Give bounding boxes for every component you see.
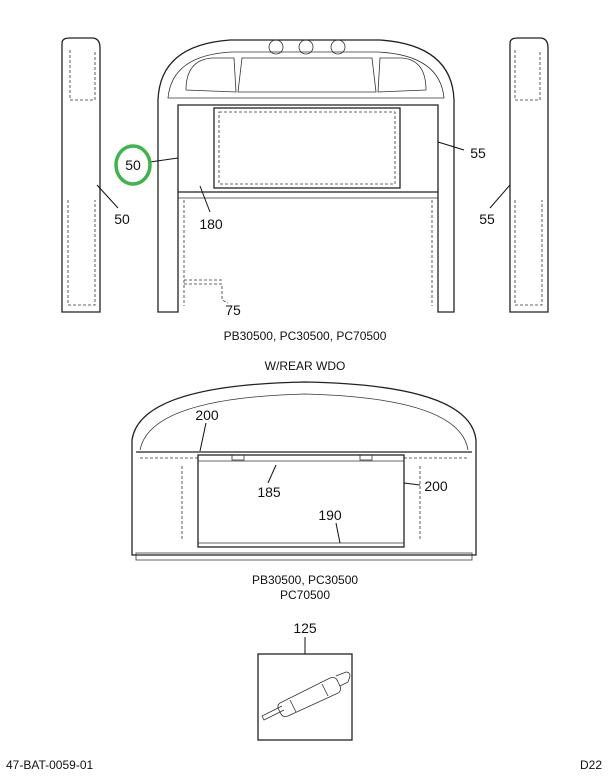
doc-id: 47-BAT-0059-01 <box>6 758 93 772</box>
highlight-ring <box>114 144 152 186</box>
left-side-panel <box>61 37 101 313</box>
callout-55-top[interactable]: 55 <box>470 145 486 161</box>
callout-55-bottom[interactable]: 55 <box>479 211 495 227</box>
front-cap-assembly <box>157 39 455 313</box>
callout-75[interactable]: 75 <box>225 302 241 318</box>
callout-200-right[interactable]: 200 <box>424 478 448 494</box>
caption-top-view: PB30500, PC30500, PC70500 <box>224 329 387 343</box>
callout-185[interactable]: 185 <box>257 484 281 500</box>
adhesive-kit-detail <box>257 637 353 741</box>
callout-190[interactable]: 190 <box>318 507 342 523</box>
callout-50-top[interactable]: 50 <box>125 157 141 173</box>
callout-180[interactable]: 180 <box>199 216 223 232</box>
callout-200-left[interactable]: 200 <box>195 407 219 423</box>
page-ref: D22 <box>580 758 602 772</box>
callout-125[interactable]: 125 <box>293 620 317 636</box>
callout-50-bottom[interactable]: 50 <box>114 211 130 227</box>
caption-rear-view-line2: PC70500 <box>280 588 330 602</box>
rear-window-assembly <box>131 381 477 561</box>
top-view-leaders <box>96 141 511 304</box>
caption-rear-heading: W/REAR WDO <box>265 359 346 373</box>
caption-rear-view-line1: PB30500, PC30500 <box>252 573 358 587</box>
right-side-panel <box>509 37 549 313</box>
rear-view-leaders <box>199 422 421 544</box>
